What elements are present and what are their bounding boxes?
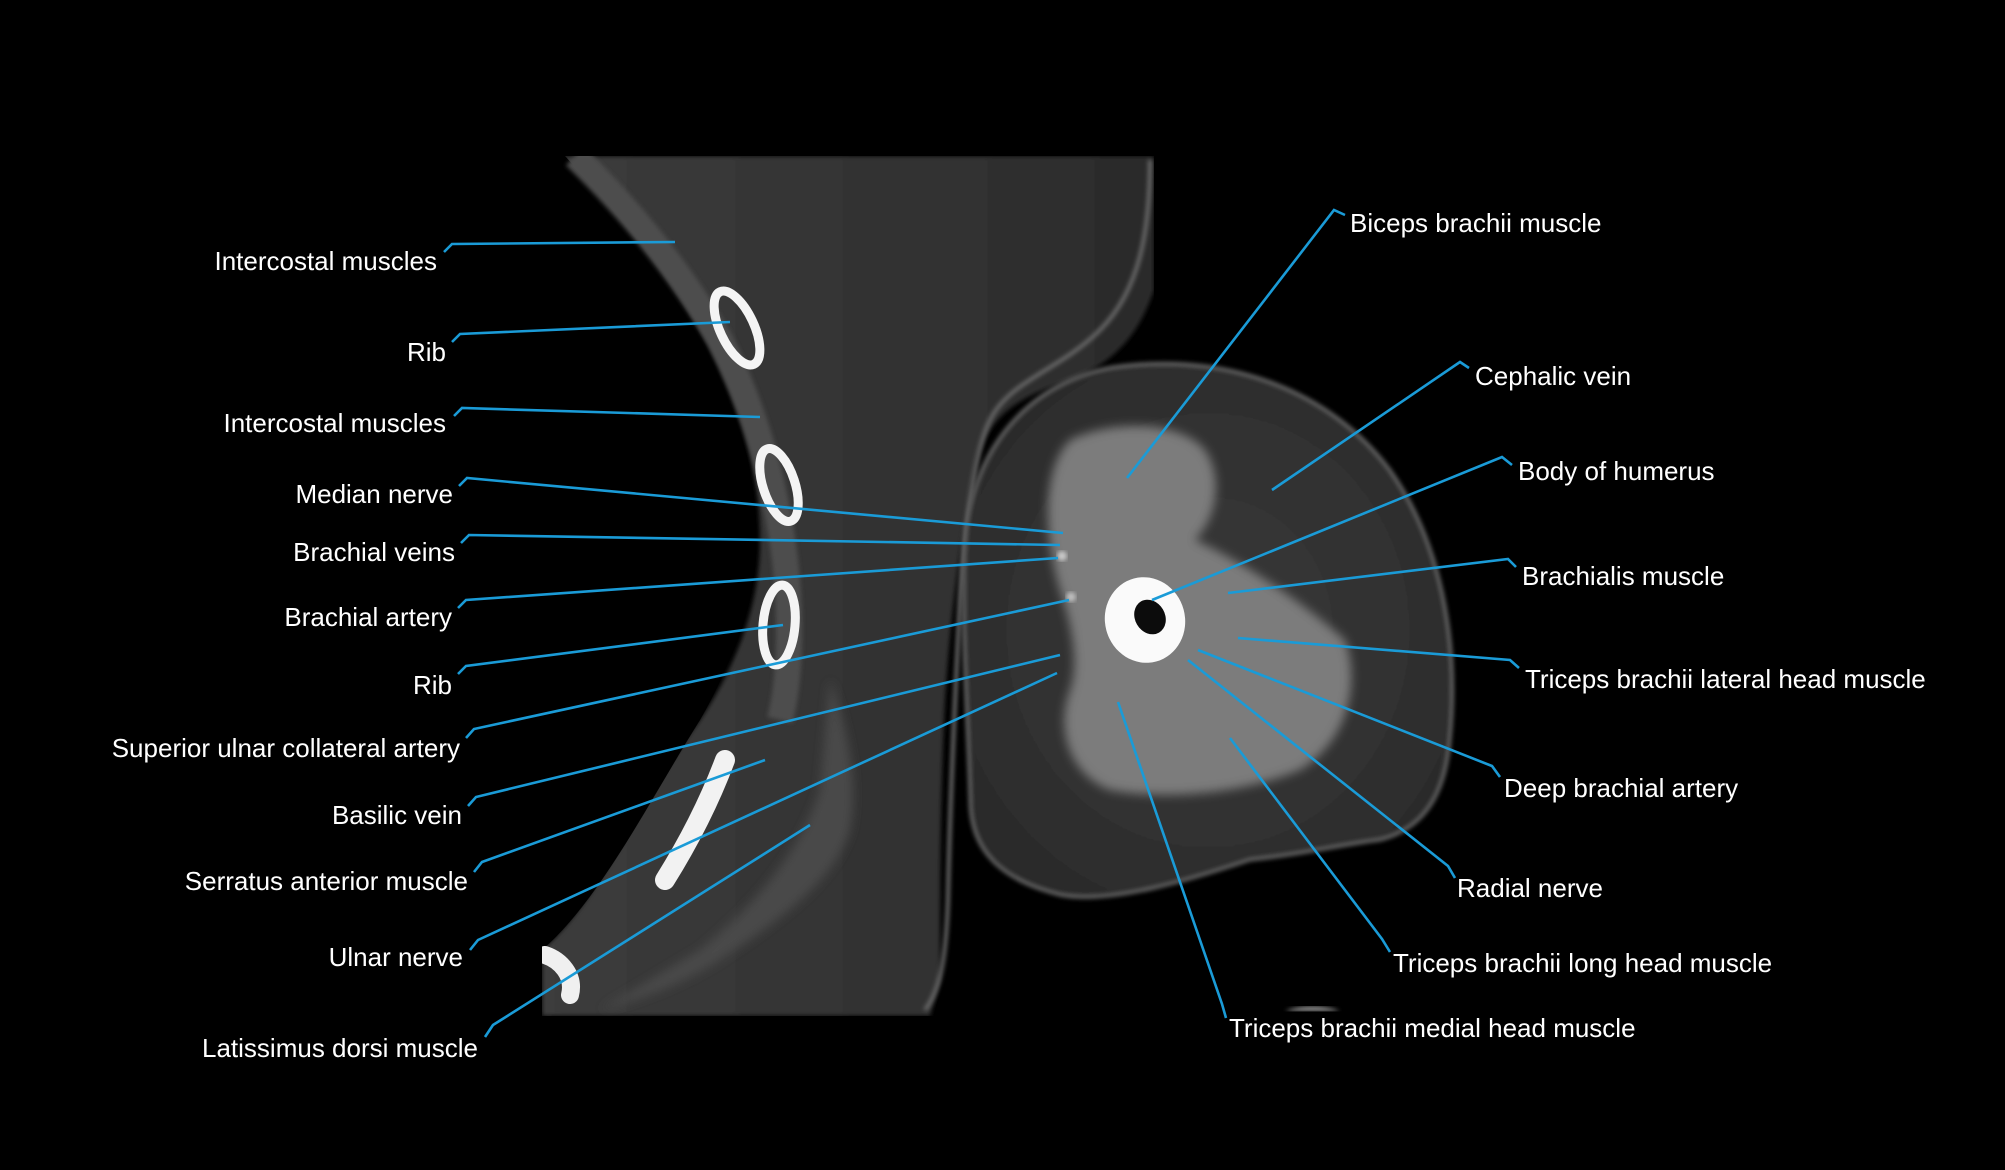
humerus-medullary-cavity	[1134, 599, 1166, 635]
chest-wall-soft-tissue	[542, 156, 1154, 1016]
right-labels: Biceps brachii muscle Cephalic vein Body…	[1229, 208, 1926, 1043]
leader-ulnar-nerve	[468, 671, 1058, 951]
leader-cephalic-vein	[1271, 360, 1470, 492]
leader-rib-1	[451, 320, 731, 343]
leader-triceps-medial	[1116, 701, 1228, 1019]
label-ulnar-nerve: Ulnar nerve	[329, 942, 463, 972]
label-triceps-lateral-head: Triceps brachii lateral head muscle	[1525, 664, 1926, 694]
leader-biceps-brachii	[1125, 208, 1346, 479]
label-body-of-humerus: Body of humerus	[1518, 456, 1715, 486]
label-brachialis-muscle: Brachialis muscle	[1522, 561, 1724, 591]
label-intercostal-muscles-2: Intercostal muscles	[223, 408, 446, 438]
leader-superior-ulnar-collateral	[465, 598, 1070, 739]
label-median-nerve: Median nerve	[295, 479, 453, 509]
leader-intercostal-1	[443, 240, 676, 253]
leader-serratus-anterior	[472, 758, 766, 873]
right-leader-lines	[1116, 208, 1520, 1019]
leader-intercostal-2	[453, 406, 761, 419]
lung-field	[542, 156, 752, 950]
biceps-muscle-region	[1048, 426, 1352, 795]
ct-scan-image	[542, 156, 1454, 1016]
leader-deep-brachial-artery	[1197, 648, 1502, 778]
label-triceps-medial-head: Triceps brachii medial head muscle	[1229, 1013, 1636, 1043]
intercostal-muscle-band	[565, 156, 803, 724]
label-cephalic-vein: Cephalic vein	[1475, 361, 1631, 391]
label-latissimus-dorsi-muscle: Latissimus dorsi muscle	[202, 1033, 478, 1063]
label-basilic-vein: Basilic vein	[332, 800, 462, 830]
label-brachial-artery: Brachial artery	[284, 602, 452, 632]
leader-body-of-humerus	[1151, 455, 1513, 602]
serratus-latissimus-muscle	[600, 680, 854, 1010]
leader-median-nerve	[458, 476, 1064, 535]
label-triceps-long-head: Triceps brachii long head muscle	[1393, 948, 1772, 978]
leader-triceps-long	[1228, 737, 1392, 953]
brachial-vessel	[1057, 551, 1067, 561]
label-brachial-veins: Brachial veins	[293, 537, 455, 567]
leader-basilic-vein	[467, 653, 1061, 807]
rib-4	[655, 750, 735, 890]
left-labels: Intercostal muscles Rib Intercostal musc…	[112, 246, 478, 1063]
label-deep-brachial-artery: Deep brachial artery	[1504, 773, 1738, 803]
label-superior-ulnar-collateral-artery: Superior ulnar collateral artery	[112, 733, 460, 763]
arm-cross-section	[961, 361, 1454, 899]
rib-1	[709, 286, 765, 370]
label-rib-1: Rib	[407, 337, 446, 367]
scanner-table-artifact	[1285, 1006, 1340, 1011]
leader-rib-2	[457, 623, 784, 675]
label-rib-2: Rib	[413, 670, 452, 700]
leader-brachial-veins	[460, 533, 1061, 547]
label-intercostal-muscles-1: Intercostal muscles	[214, 246, 437, 276]
rib-2	[755, 444, 803, 526]
leader-latissimus-dorsi	[483, 823, 811, 1038]
left-leader-lines	[443, 240, 1070, 1038]
label-radial-nerve: Radial nerve	[1457, 873, 1603, 903]
leader-triceps-lateral	[1237, 636, 1520, 669]
leader-brachialis	[1227, 557, 1517, 595]
label-biceps-brachii-muscle: Biceps brachii muscle	[1350, 208, 1601, 238]
rib-5	[542, 946, 580, 1004]
label-serratus-anterior-muscle: Serratus anterior muscle	[185, 866, 468, 896]
leader-brachial-artery	[457, 556, 1059, 609]
leader-radial-nerve	[1187, 658, 1457, 879]
